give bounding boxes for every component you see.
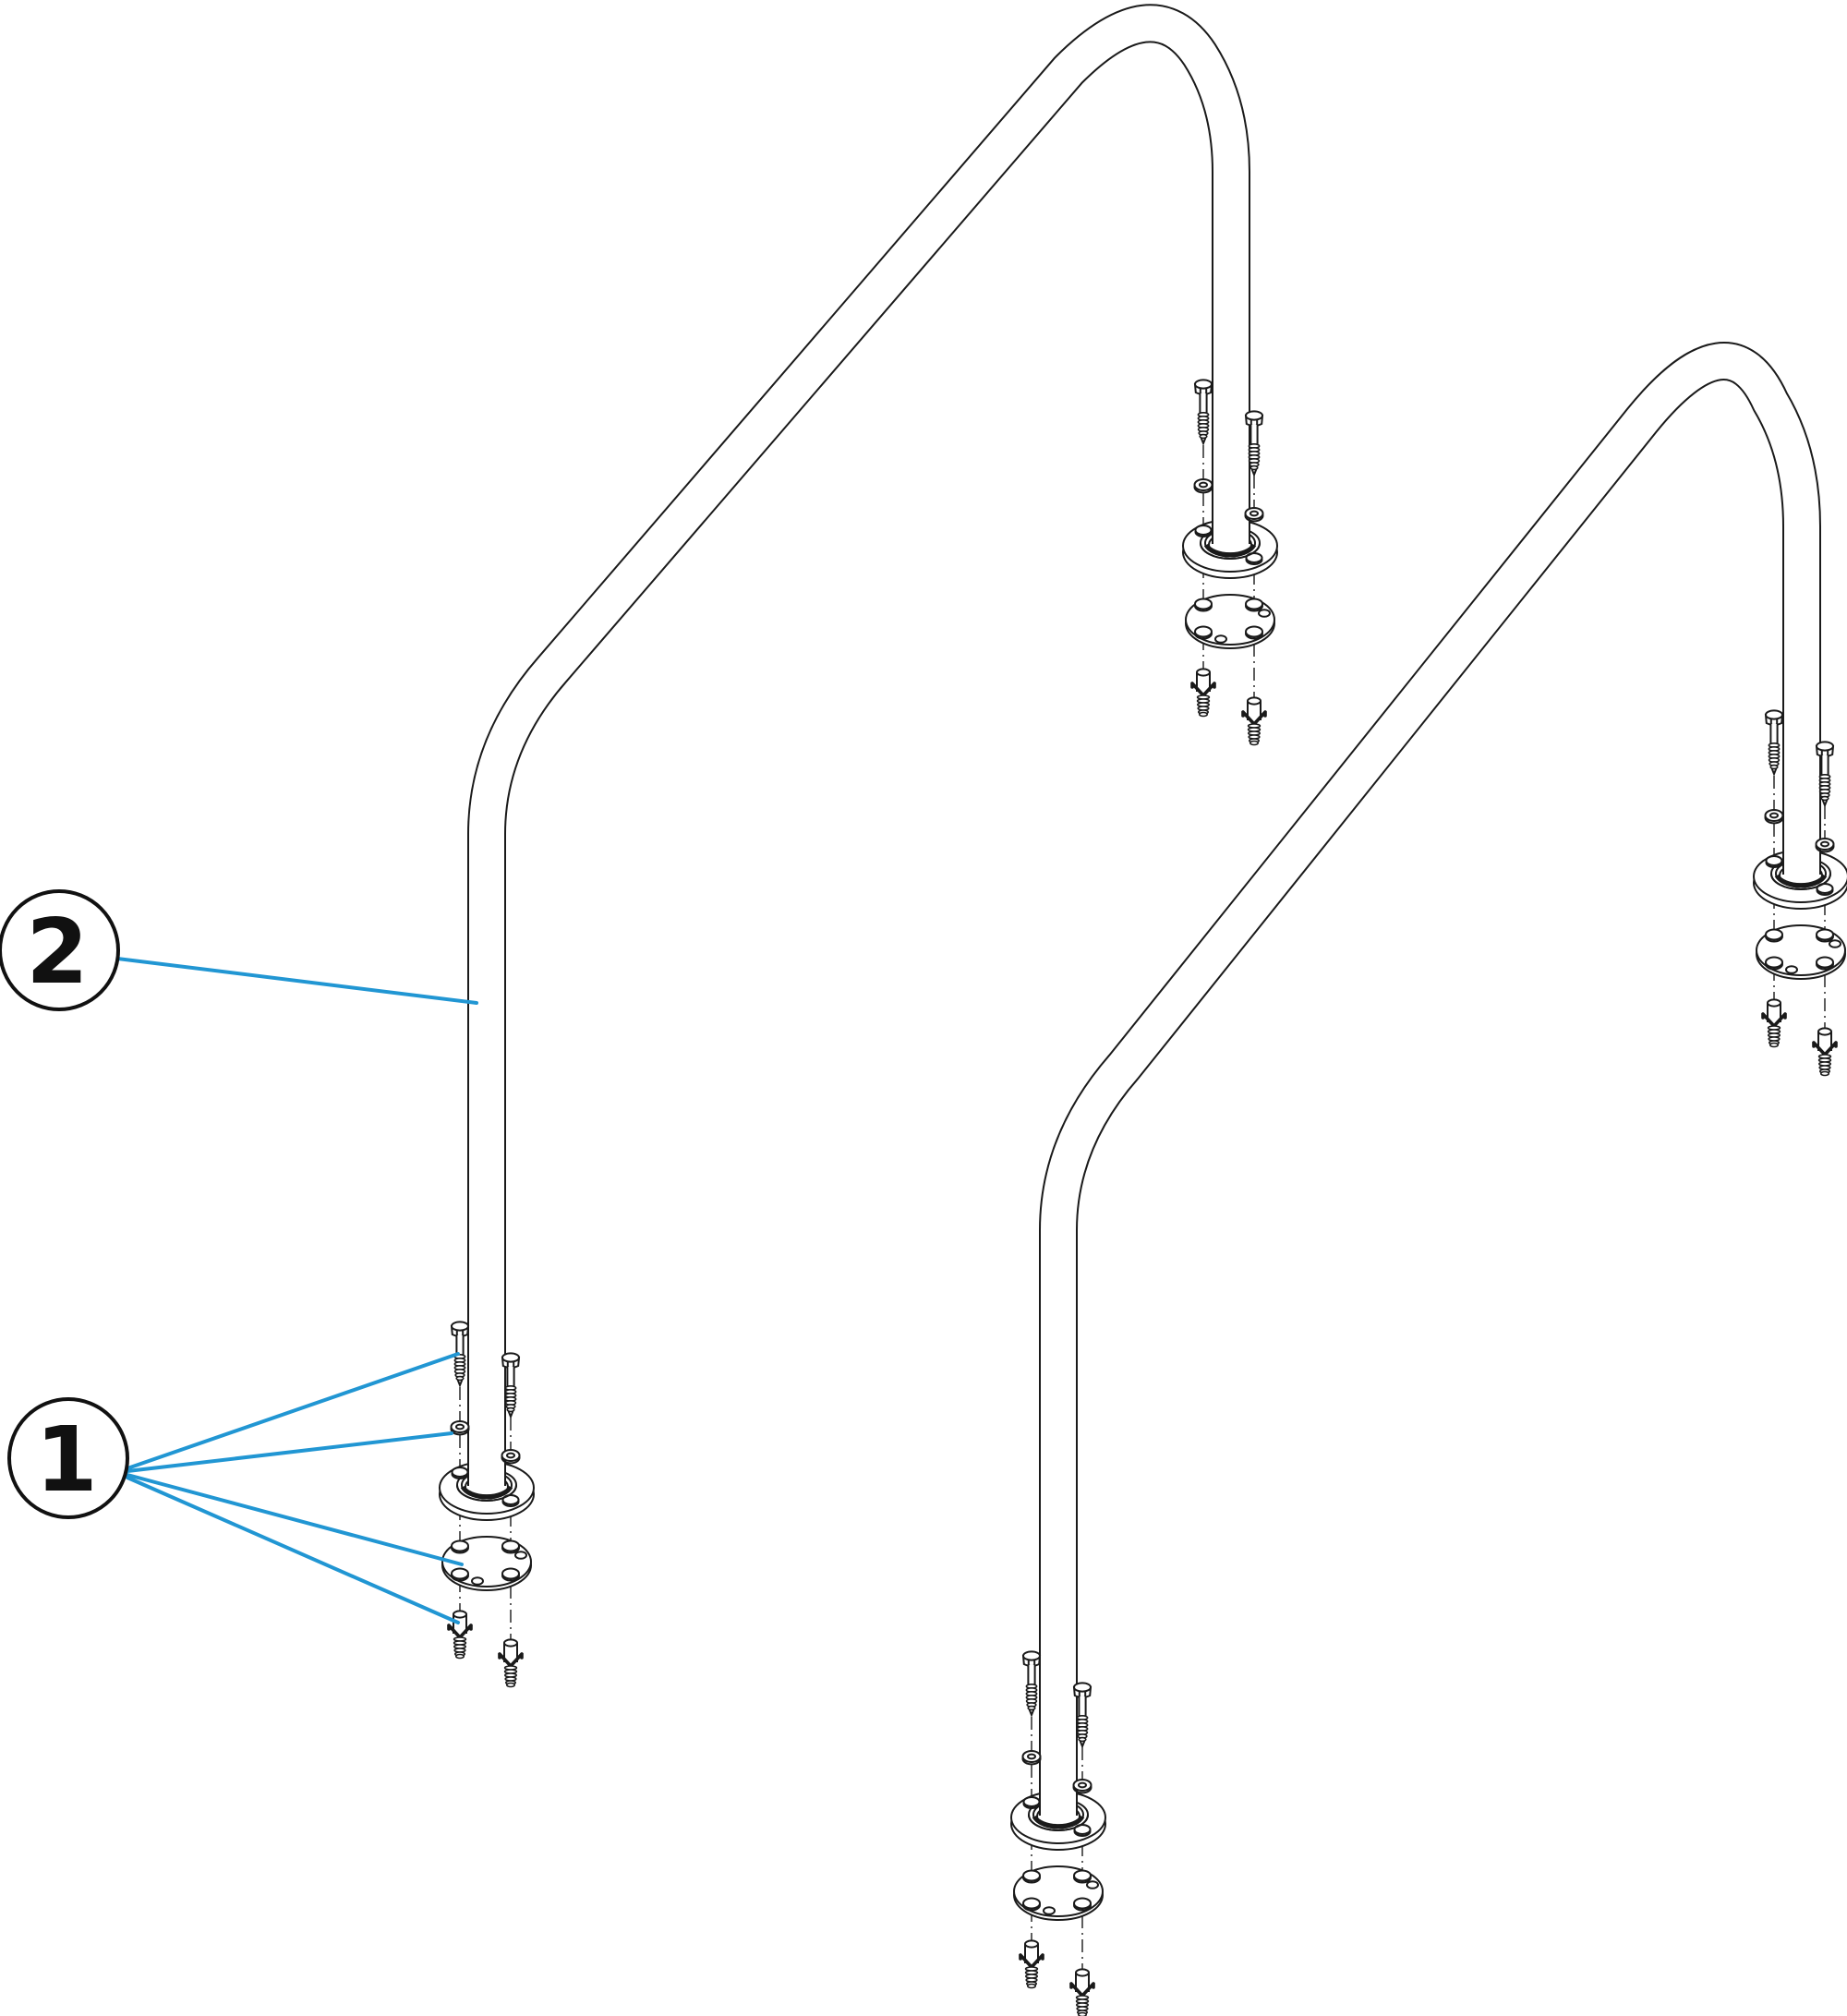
handrail-2 [1011, 342, 1847, 2016]
callout-1: 1 [7, 1397, 129, 1519]
handrail-1 [440, 4, 1277, 1686]
leader-1-to-plate [126, 1473, 464, 1566]
handrail-tube-fill [469, 6, 1249, 1486]
callout-2: 2 [0, 889, 120, 1011]
leader-2-to-tube [115, 957, 478, 1005]
leader-1-to-plug [126, 1476, 460, 1624]
handrail-tube-fill [1041, 344, 1819, 1816]
leader-1-to-screw [126, 1352, 460, 1470]
callout-1-circle [7, 1397, 129, 1519]
callout-2-circle [0, 889, 120, 1011]
handrail-tube-outline [1039, 342, 1821, 1816]
callout-1-label: 1 [35, 1407, 98, 1512]
leader-lines [115, 957, 478, 1624]
callout-2-label: 2 [26, 899, 89, 1004]
handrail-tube-outline [467, 4, 1250, 1486]
leader-1-to-washer [126, 1431, 453, 1473]
